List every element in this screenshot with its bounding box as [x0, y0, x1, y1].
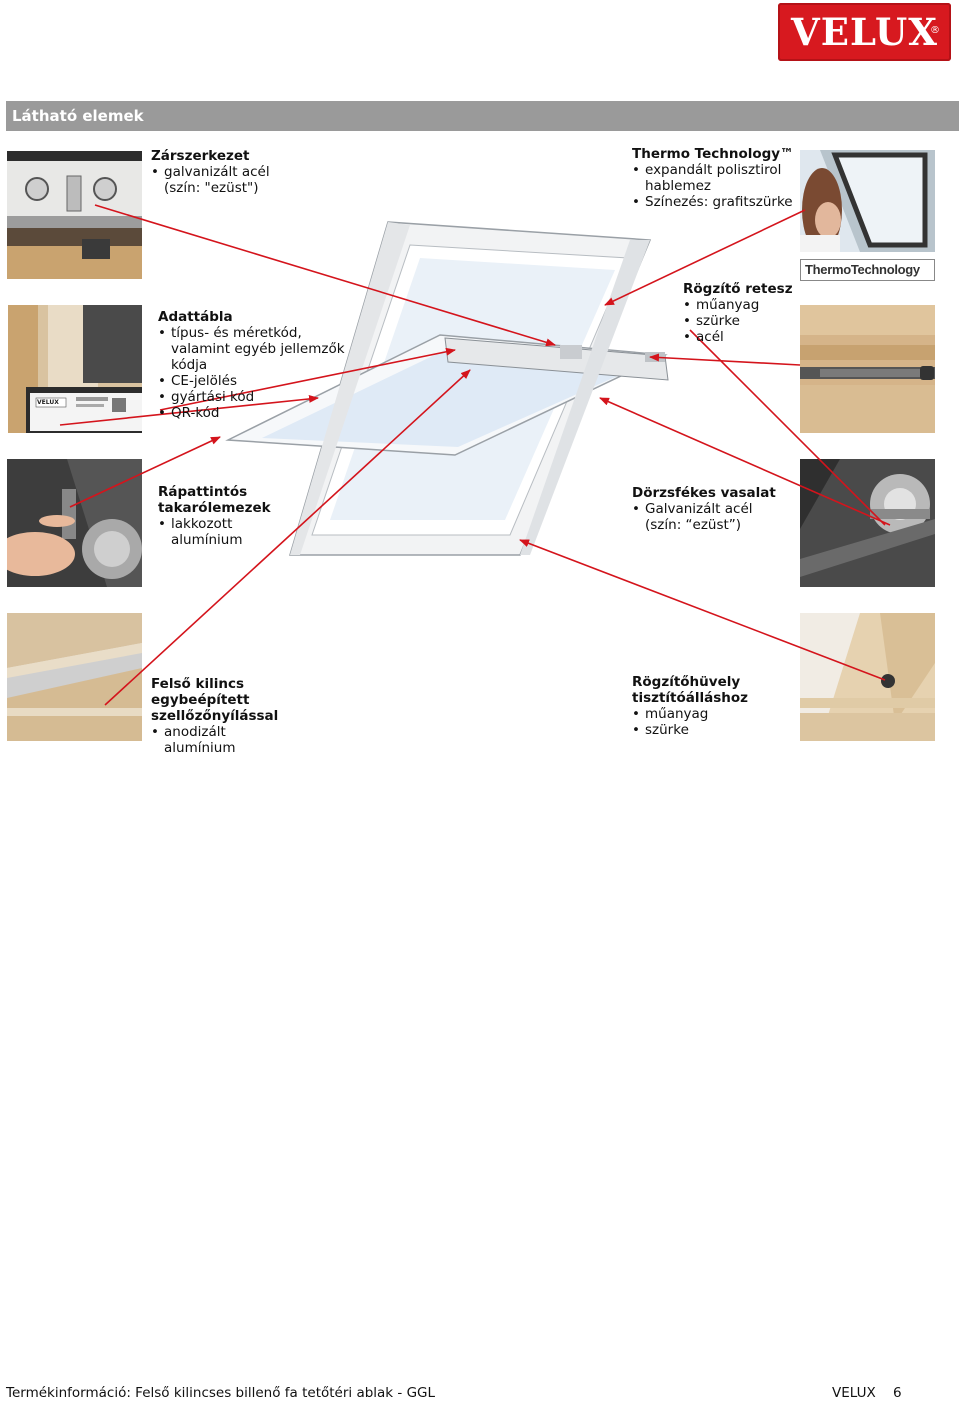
list-item-continuation: (szín: “ezüst”) — [632, 517, 776, 533]
list-item: CE-jelölés — [158, 373, 348, 389]
list-item: gyártási kód — [158, 389, 348, 405]
callout-title: Dörzsfékes vasalat — [632, 485, 776, 501]
list-item: acél — [683, 329, 793, 345]
callout-title: Rápattintós — [158, 484, 278, 500]
window-illustration — [0, 0, 960, 760]
callout-title: Thermo Technology™ — [632, 146, 794, 162]
callout-rogzitohuvely: Rögzítőhüvely tisztítóálláshoz műanyag s… — [632, 674, 748, 738]
list-item: szürke — [683, 313, 793, 329]
list-item: expandált polisztirol — [632, 162, 794, 178]
callout-title: tisztítóálláshoz — [632, 690, 748, 706]
page-number: 6 — [893, 1385, 902, 1401]
list-item-continuation: (szín: "ezüst") — [151, 180, 270, 196]
callout-zarszerkezet: Zárszerkezet galvanizált acél (szín: "ez… — [151, 148, 270, 196]
list-item: szürke — [632, 722, 748, 738]
callout-title: takarólemezek — [158, 500, 278, 516]
callout-title: szellőzőnyílással — [151, 708, 291, 724]
list-item: QR-kód — [158, 405, 348, 421]
list-item: anodizált alumínium — [151, 724, 244, 756]
list-item: lakkozott alumínium — [158, 516, 278, 548]
callout-title: Adattábla — [158, 309, 348, 325]
callout-title: Zárszerkezet — [151, 148, 270, 164]
callout-rapattintos: Rápattintós takarólemezek lakkozott alum… — [158, 484, 278, 548]
callout-dorzsfekes: Dörzsfékes vasalat Galvanizált acél (szí… — [632, 485, 776, 533]
callout-title: Rögzítőhüvely — [632, 674, 748, 690]
list-item-continuation: hablemez — [632, 178, 794, 194]
list-item: Galvanizált acél — [632, 501, 776, 517]
callout-title: Rögzítő retesz — [683, 281, 793, 297]
callout-kilincs: Felső kilincs egybeépített szellőzőnyílá… — [151, 676, 291, 756]
callout-title: Felső kilincs — [151, 676, 291, 692]
list-item: műanyag — [632, 706, 748, 722]
callout-title: egybeépített — [151, 692, 291, 708]
callout-adattabla: Adattábla típus- és méretkód, valamint e… — [158, 309, 348, 421]
footer-text: Termékinformáció: Felső kilincses billen… — [6, 1385, 435, 1401]
list-item: műanyag — [683, 297, 793, 313]
list-item: galvanizált acél — [151, 164, 270, 180]
callout-thermo: Thermo Technology™ expandált polisztirol… — [632, 146, 794, 210]
list-item: Színezés: grafitszürke — [632, 194, 794, 210]
callout-retesz: Rögzítő retesz műanyag szürke acél — [683, 281, 793, 345]
footer-brand: VELUX — [832, 1385, 876, 1401]
list-item: típus- és méretkód, valamint egyéb jelle… — [158, 325, 348, 373]
